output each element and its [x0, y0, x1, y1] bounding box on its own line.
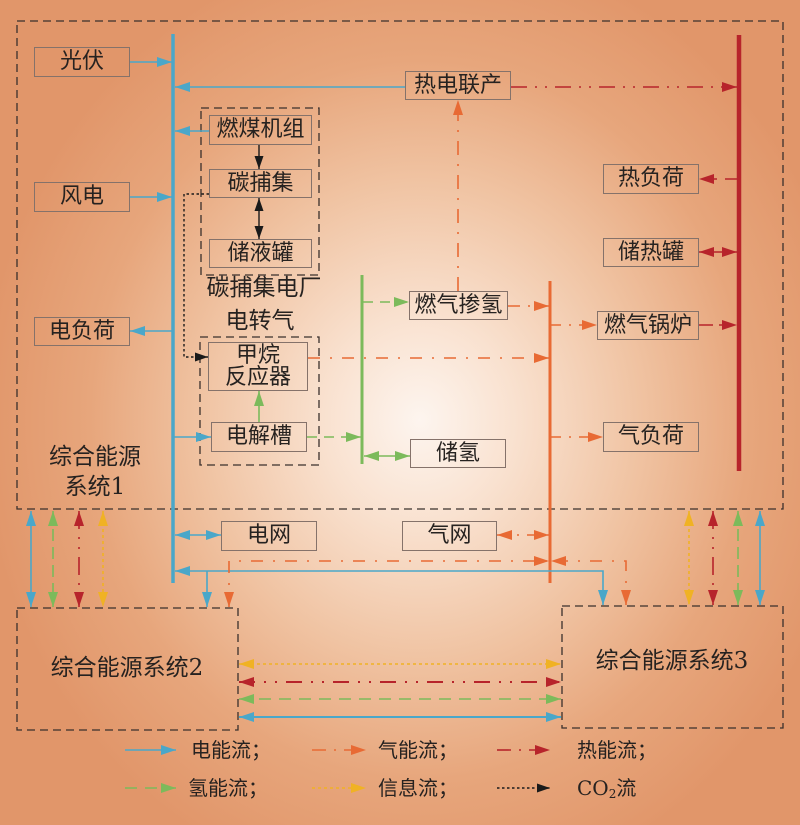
legend-gas-label: 气能流； [378, 738, 458, 762]
legend-co2-suffix: 流 [616, 776, 637, 800]
node-methane-reactor-label-line2: 反应器 [224, 364, 291, 390]
node-gas-boiler: 燃气锅炉 [597, 311, 699, 340]
legend-co2-prefix: CO [577, 776, 609, 800]
node-chp-label: 热电联产 [413, 72, 502, 98]
node-carbon-capture: 碳捕集 [209, 169, 312, 198]
node-liquid-tank: 储液罐 [209, 239, 312, 268]
node-hydrogen-blending-label: 燃气掺氢 [414, 292, 503, 318]
node-methane-reactor: 甲烷 反应器 [208, 342, 308, 391]
node-hydrogen-blending: 燃气掺氢 [409, 291, 508, 320]
node-coal-unit-label: 燃煤机组 [216, 117, 305, 142]
node-electrolyzer-label: 电解槽 [225, 424, 292, 449]
node-power-grid: 电网 [221, 521, 317, 551]
system1-label-line2: 系统1 [64, 474, 126, 500]
node-electric-load-label: 电负荷 [48, 318, 115, 344]
node-heat-load-label: 热负荷 [617, 166, 684, 191]
node-heat-storage-label: 储热罐 [617, 239, 684, 265]
node-carbon-capture-label: 碳捕集 [227, 170, 294, 196]
legend-co2-label: CO2流 [577, 776, 636, 800]
system3-label: 综合能源系统3 [595, 648, 749, 674]
node-coal-unit: 燃煤机组 [209, 115, 312, 145]
node-power-grid-label: 电网 [246, 523, 291, 548]
node-gas-load-label: 气负荷 [617, 424, 684, 449]
legend-co2-subscript: 2 [608, 787, 617, 801]
node-hydrogen-storage-label: 储氢 [435, 440, 480, 466]
node-gas-boiler-label: 燃气锅炉 [603, 312, 692, 338]
node-electrolyzer: 电解槽 [211, 422, 307, 452]
system1-boundary [16, 20, 784, 510]
co2-to-methane-reactor-arrow [183, 193, 209, 362]
node-hydrogen-storage: 储氢 [410, 439, 506, 468]
node-wind-label: 风电 [59, 184, 104, 209]
power-to-gas-boundary [199, 336, 320, 466]
node-chp: 热电联产 [405, 71, 511, 100]
system1-label-line1: 综合能源 [49, 444, 141, 470]
system2-boundary [16, 607, 239, 731]
node-pv: 光伏 [34, 47, 130, 77]
power-to-gas-label: 电转气 [225, 308, 295, 334]
node-gas-grid-label: 气网 [427, 523, 472, 548]
node-heat-storage: 储热罐 [603, 238, 699, 267]
system2-label: 综合能源系统2 [50, 655, 204, 681]
node-gas-grid: 气网 [402, 521, 497, 551]
legend-electric-label: 电能流； [191, 738, 271, 762]
carbon-capture-plant-label: 碳捕集电厂 [206, 275, 322, 301]
system3-to-bus-electric-arrow [175, 566, 608, 605]
system3-gas-exchange-arrow [551, 556, 631, 605]
node-pv-label: 光伏 [59, 49, 104, 74]
node-electric-load: 电负荷 [34, 317, 130, 346]
legend-info-label: 信息流； [378, 776, 458, 800]
system3-boundary [561, 605, 784, 729]
legend-heat-label: 热能流； [577, 738, 657, 762]
carbon-capture-plant-boundary [200, 107, 320, 276]
node-methane-reactor-label-line1: 甲烷 [235, 342, 280, 368]
system2-gas-exchange-arrow [224, 556, 549, 607]
node-wind: 风电 [34, 182, 130, 212]
node-liquid-tank-label: 储液罐 [227, 240, 294, 266]
node-gas-load: 气负荷 [603, 422, 699, 452]
legend-hydrogen-label: 氢能流； [188, 776, 268, 800]
node-heat-load: 热负荷 [603, 164, 699, 194]
